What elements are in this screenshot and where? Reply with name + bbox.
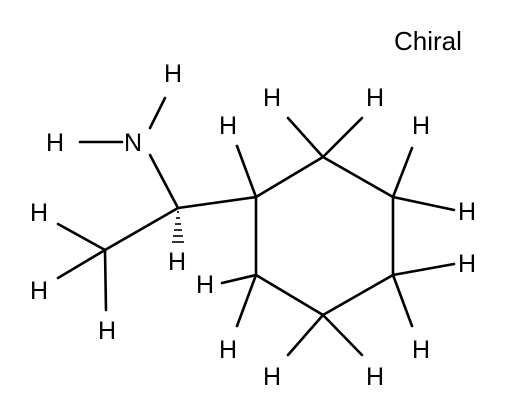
chiral-label: Chiral — [394, 26, 462, 56]
bond-n-stereocenter — [148, 153, 180, 210]
bond-ring-c6-h-a — [235, 273, 258, 328]
cyclohexane-ring — [254, 155, 395, 317]
atom-h-methyl-3: H — [98, 317, 116, 345]
atom-h-ring-c2b: H — [366, 84, 384, 112]
atom-h-ring-c3b: H — [458, 198, 476, 226]
atom-h-ring-c6a: H — [219, 336, 237, 364]
bond-methyl-h3 — [103, 248, 108, 312]
bond-ring-c5-h-a — [321, 313, 364, 357]
bond-methyl-h2 — [56, 248, 107, 280]
bond-ring-c2-h-a — [286, 116, 325, 159]
bond-ring-c5-h-b — [286, 313, 325, 357]
atom-h-ring-c2a: H — [263, 84, 281, 112]
bonds — [56, 96, 456, 357]
hashed-wedge-bond — [172, 211, 184, 243]
atom-h-ring-c6b: H — [196, 271, 214, 299]
atom-h-ring-c4a: H — [458, 250, 476, 278]
atom-h-ring-c3a: H — [412, 112, 430, 140]
atom-h-on-n-top: H — [164, 60, 182, 88]
atom-h-methyl-2: H — [30, 277, 48, 305]
atom-h-stereo: H — [168, 248, 186, 276]
bond-n-h-top — [148, 96, 167, 130]
atom-labels: N H H H H H H H H H H H H H H H H H — [30, 60, 476, 391]
atom-h-on-n-left: H — [46, 129, 64, 157]
bond-ring-c4-h-a — [391, 262, 456, 277]
bond-ring-c1-h — [235, 144, 258, 199]
bond-ring-c6-h-b — [220, 273, 258, 285]
atom-h-methyl-1: H — [30, 199, 48, 227]
bond-ring-c3-h-b — [391, 195, 456, 212]
bond-ring-c4-h-b — [391, 273, 414, 328]
bond-ring-c3-h-a — [391, 146, 414, 199]
atom-n: N — [124, 129, 142, 157]
atom-h-ring-c5a: H — [366, 363, 384, 391]
atom-h-ring-c1: H — [219, 112, 237, 140]
atom-h-ring-c5b: H — [263, 363, 281, 391]
atom-h-ring-c4b: H — [412, 336, 430, 364]
bond-stereocenter-ring — [176, 195, 258, 210]
bond-ring-c2-h-b — [321, 116, 364, 159]
bond-methyl-h1 — [56, 222, 107, 252]
bond-stereocenter-methyl — [103, 206, 180, 252]
